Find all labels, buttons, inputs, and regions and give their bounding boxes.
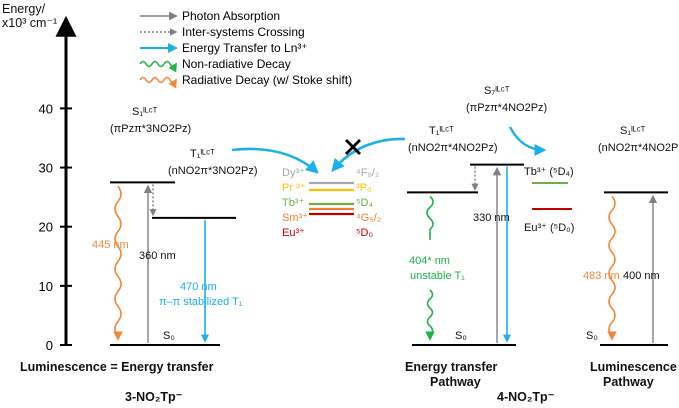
left-caption: Luminescence = Energy transfer: [20, 360, 214, 374]
axis-tick-label: 0: [46, 338, 53, 353]
left-s0-label: S₀: [163, 330, 175, 342]
legend-rad-wave: [139, 76, 177, 89]
right-et-to-ln-arrow: [508, 126, 547, 156]
legend-label: Radiative Decay (w/ Stoke shift): [182, 73, 352, 87]
axis-tick-label: 40: [39, 101, 53, 116]
ln-ion-label: Eu³⁺: [282, 227, 305, 239]
right-lum-radiative-arrow: [607, 195, 617, 341]
right-lum-s1-config: (nNO2π*4NO2Pz): [598, 142, 679, 154]
right-s7-label: S₇ᴵᴸᶜᵀ: [484, 85, 510, 97]
right-system-title: 4-NO₂Tp⁻: [497, 390, 555, 404]
ln-state-label: ⁴F₉/₂: [356, 167, 379, 179]
left-absorption-wavelength: 360 nm: [139, 250, 176, 262]
axis-tick-label: 20: [39, 220, 53, 235]
axis-label-line1: Energy/: [2, 2, 46, 16]
right-lum-s0-label: S₀: [586, 330, 598, 342]
right-system: S₀ T₁ᴵᴸᶜᵀ (nNO2π*4NO2Pz) S₇ᴵᴸᶜᵀ (πPzπ*4N…: [405, 85, 574, 404]
right-nonrad-decay-lower: [425, 289, 435, 341]
right-luminescence-pathway: S₀ S₁ᴵᴸᶜᵀ (nNO2π*4NO2Pz) 483 nm 400 nm L…: [583, 125, 679, 389]
left-system: S₀ S₁ᴵᴸᶜᵀ (πPzπ*3NO2Pz) T₁ᴵᴸᶜᵀ (nNO2π*3N…: [20, 106, 258, 404]
right-lum-emission-wavelength: 483 nm: [583, 270, 620, 282]
legend-label: Inter-systems Crossing: [182, 25, 305, 39]
right-nonrad-decay-upper: [426, 195, 434, 240]
right-s7-config: (πPzπ*4NO2Pz): [466, 102, 547, 114]
ln-ion-label: Sm³⁺: [282, 212, 308, 224]
right-s0-label: S₀: [455, 330, 467, 342]
right-lum-absorption-wavelength: 400 nm: [623, 270, 660, 282]
right-lum-s1-label: S₁ᴵᴸᶜᵀ: [620, 125, 646, 137]
ln-state-label: ⁴G₅/₂: [356, 212, 381, 224]
right-absorption-wavelength: 330 nm: [473, 212, 510, 224]
right-t1-label: T₁ᴵᴸᶜᵀ: [429, 125, 454, 137]
ln-state-label: ⁵D₄: [356, 197, 374, 209]
left-s1-config: (πPzπ*3NO2Pz): [110, 123, 191, 135]
ln-ion-label: Dy³⁺: [282, 167, 305, 179]
right-eu-label: Eu³⁺ (⁵D₀): [524, 222, 574, 234]
left-radiative-decay-arrow: [113, 185, 123, 341]
left-emission-wavelength: 445 nm: [92, 239, 129, 251]
left-s1-label: S₁ᴵᴸᶜᵀ: [132, 106, 158, 118]
ln-state-label: ⁵D₀: [356, 227, 373, 239]
ln-ion-label: Pr ³⁺: [282, 182, 306, 194]
right-et-caption-2: Pathway: [430, 375, 481, 389]
left-t1-note: π–π stabilized T₁: [159, 296, 243, 308]
right-lum-caption-1: Luminescence: [590, 360, 677, 374]
right-t1-note: unstable T₁: [410, 270, 465, 282]
right-t1-emission-wavelength: 404* nm: [409, 255, 450, 267]
left-t1-config: (nNO2π*3NO2Pz): [168, 165, 258, 177]
axis-ticks: 0 10 20 30 40: [39, 101, 72, 353]
ln-state-label: ³P₀: [356, 182, 372, 194]
axis-tick-label: 30: [39, 161, 53, 176]
ln-ion-label: Tb³⁺: [282, 197, 305, 209]
energy-axis: Energy/ x10³ cm⁻¹ 0 10 20 30 40: [2, 2, 77, 353]
legend-label: Non-radiative Decay: [182, 57, 291, 71]
legend-nonrad-wave: [139, 60, 177, 73]
right-et-caption-1: Energy transfer: [405, 360, 498, 374]
right-energy-transfer-arrow: [331, 137, 406, 172]
axis-label-line2: x10³ cm⁻¹: [2, 16, 57, 30]
right-tb-label: Tb³⁺ (⁵D₄): [524, 166, 574, 178]
right-lum-caption-2: Pathway: [603, 375, 654, 389]
blocked-transfer-cross: [345, 139, 361, 155]
left-energy-transfer-arrow: [231, 147, 319, 174]
right-t1-config: (nNO2π*4NO2Pz): [408, 142, 498, 154]
left-t1-emission-wavelength: 470 nm: [180, 281, 217, 293]
left-system-title: 3-NO₂Tp⁻: [125, 390, 183, 404]
lanthanide-levels: Dy³⁺ ⁴F₉/₂ Pr ³⁺ ³P₀ Tb³⁺ ⁵D₄ Sm³⁺ ⁴G₅/₂ Eu³⁺ ⁵D₀: [282, 167, 381, 239]
legend-label: Energy Transfer to Ln³⁺: [182, 41, 308, 55]
left-t1-label: T₁ᴵᴸᶜᵀ: [190, 148, 215, 160]
legend-label: Photon Absorption: [182, 9, 280, 23]
axis-tick-label: 10: [39, 279, 53, 294]
